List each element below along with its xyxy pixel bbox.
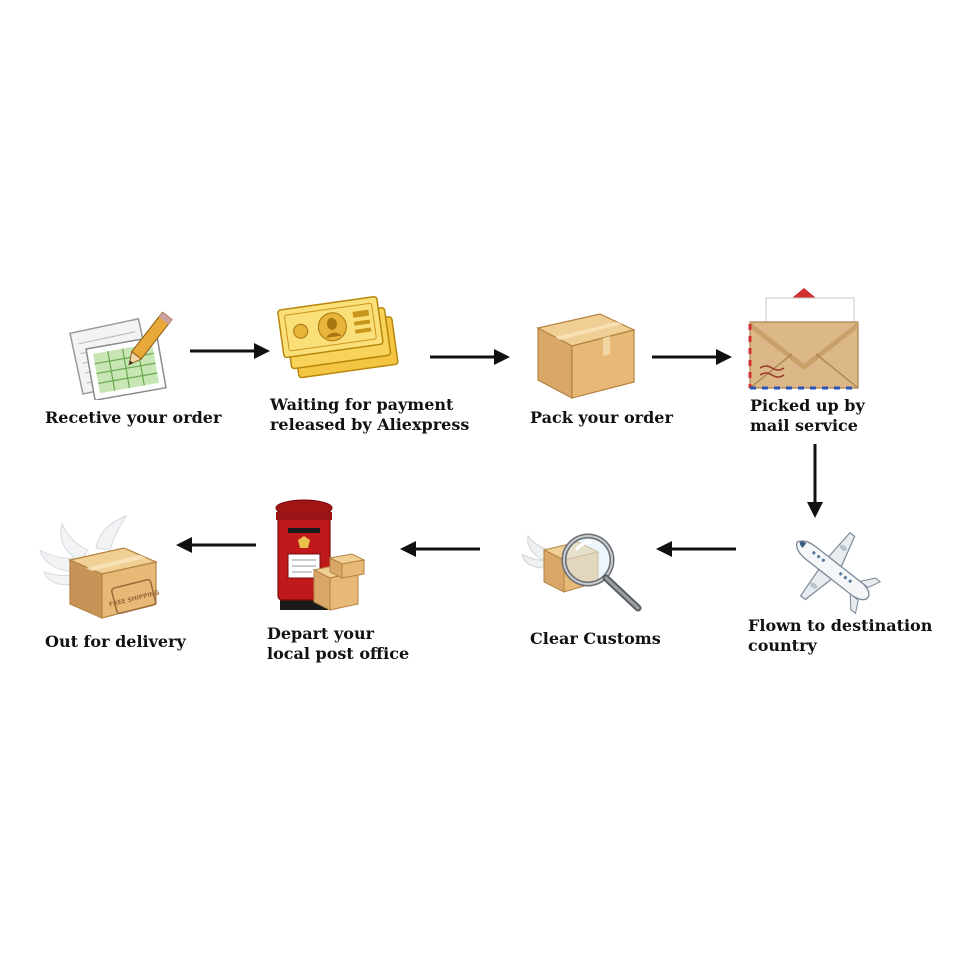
step-label-flown: Flown to destination country: [748, 616, 933, 655]
step-label-post-office: Depart your local post office: [267, 624, 410, 663]
airmail-envelope-icon: [748, 288, 859, 390]
money-bills-icon: [277, 296, 399, 379]
step-label-receive-order: Recetive your order: [45, 408, 222, 427]
winged-box-icon: FREE SHIPPING: [39, 515, 160, 619]
arrow-right-1: [190, 343, 270, 359]
arrow-right-3: [652, 349, 732, 365]
post-box-icon: [275, 499, 366, 611]
magnifier-box-icon: [522, 533, 642, 612]
step-label-payment: Waiting for payment released by Aliexpre…: [270, 395, 470, 434]
step-label-pack: Pack your order: [530, 408, 673, 427]
arrow-down: [807, 444, 823, 518]
arrow-left-2: [400, 541, 480, 557]
step-label-picked-up: Picked up by mail service: [750, 396, 865, 435]
step-label-delivery: Out for delivery: [45, 632, 186, 651]
airplane-icon: [796, 531, 882, 615]
order-form-icon: [69, 311, 173, 400]
arrow-left-3: [176, 537, 256, 553]
step-label-customs: Clear Customs: [530, 629, 661, 648]
arrow-right-2: [430, 349, 510, 365]
arrow-left-1: [656, 541, 736, 557]
cardboard-box-icon: [536, 313, 636, 399]
